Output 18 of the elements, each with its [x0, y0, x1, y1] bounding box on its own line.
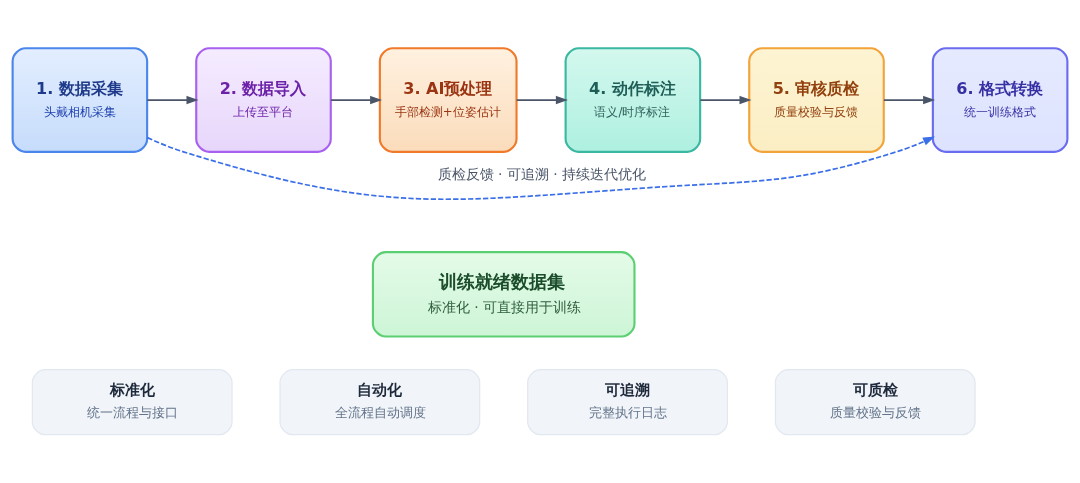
node-box: 3. AI预处理 手部检测+位姿估计 [378, 47, 518, 153]
node-box: 标准化 统一流程与接口 [31, 368, 233, 436]
node-box: 5. 审核质检 质量校验与反馈 [748, 47, 885, 153]
arrow [146, 136, 935, 201]
arrow [330, 95, 383, 105]
node-box: 训练就绪数据集 标准化 · 可直接用于训练 [371, 251, 636, 338]
node-box: 可质检 质量校验与反馈 [774, 368, 976, 436]
node-box: 2. 数据导入 上传至平台 [195, 47, 332, 153]
arrow [515, 95, 568, 105]
edge-label: 质检反馈 · 可追溯 · 持续迭代优化 [437, 165, 646, 182]
node-box: 可追溯 完整执行日志 [527, 368, 728, 436]
arrow [699, 95, 752, 105]
arrow [146, 95, 199, 105]
node-box: 4. 动作标注 语义/时序标注 [564, 47, 702, 153]
node-box: 1. 数据采集 头戴相机采集 [11, 47, 149, 153]
arrow [883, 95, 936, 105]
node-box: 6. 格式转换 统一训练格式 [931, 47, 1069, 153]
node-box: 自动化 全流程自动调度 [279, 368, 481, 436]
